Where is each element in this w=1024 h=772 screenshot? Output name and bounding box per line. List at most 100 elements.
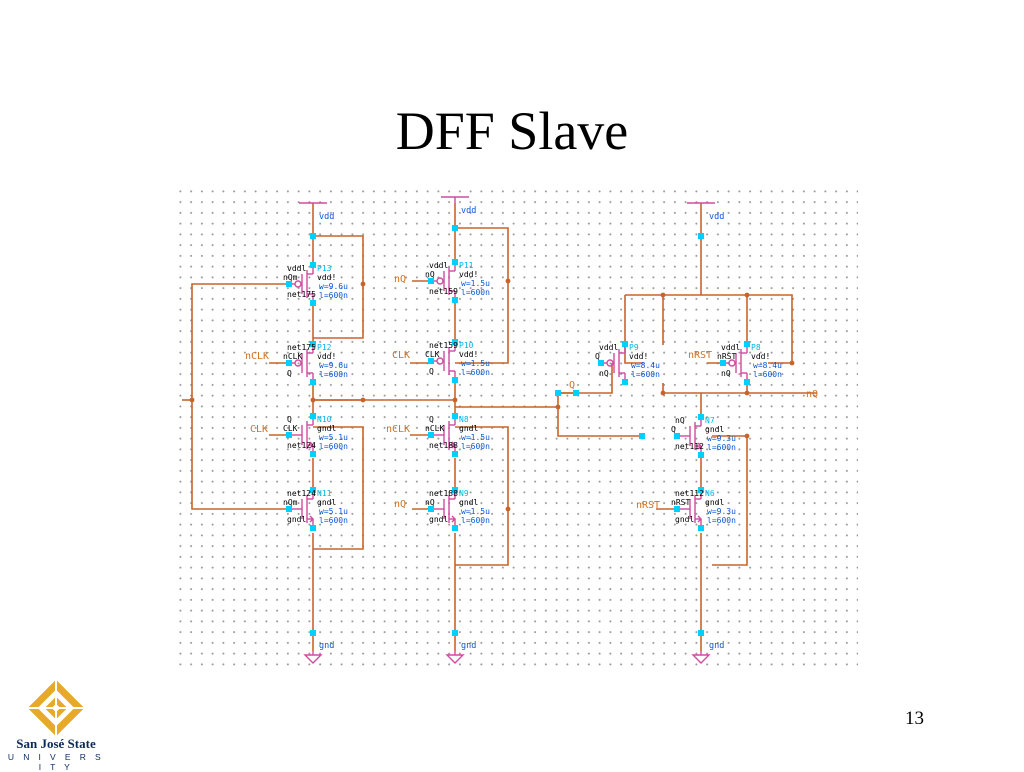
- pin-marker: [744, 379, 750, 385]
- port-nq-1: nQ: [394, 274, 406, 285]
- pin-marker: [428, 432, 434, 438]
- pin-marker: [452, 487, 458, 493]
- pin-marker: [310, 233, 316, 239]
- pin-marker: [622, 341, 628, 347]
- terminal-top-p10: net159: [429, 341, 458, 350]
- width-label-n8: w=1.5u: [461, 433, 490, 442]
- terminal-bot-n6: gndl: [675, 515, 694, 524]
- transistor-p11: [431, 263, 456, 299]
- terminal-bot-p11: net159: [429, 287, 458, 296]
- length-label-p11: l=600n: [461, 288, 490, 297]
- bulk-label-n9: gndl: [459, 498, 478, 507]
- length-label-p9: l=600n: [631, 370, 660, 379]
- length-label-n7: l=600n: [707, 443, 736, 452]
- junction-dot: [505, 506, 511, 512]
- terminal-top-p11: vddl: [429, 261, 448, 270]
- pin-marker: [720, 360, 726, 366]
- terminal-top-p12: net175: [287, 343, 316, 352]
- bulk-label-p8: vdd!: [751, 352, 770, 361]
- terminal-top-n8: Q: [429, 415, 434, 424]
- port-nq-2: nQ: [394, 499, 406, 510]
- terminal-top-n9: net188: [429, 489, 458, 498]
- page-number: 13: [905, 708, 924, 729]
- university-name: San José State: [16, 736, 96, 751]
- length-label-p10: l=600n: [461, 368, 490, 377]
- terminal-top-p9: vddl: [599, 343, 618, 352]
- gate-label-n10: CLK: [283, 424, 298, 433]
- port-nq-out: nQ: [806, 389, 818, 400]
- bulk-label-p10: vdd!: [459, 350, 478, 359]
- width-label-n10: w=5.1u: [319, 433, 348, 442]
- pin-marker: [598, 360, 604, 366]
- junction-dot: [360, 397, 366, 403]
- gate-label-n8: nCLK: [425, 424, 444, 433]
- pin-marker: [674, 433, 680, 439]
- width-label-n7: w=9.3u: [707, 434, 736, 443]
- width-label-n9: w=1.5u: [461, 507, 490, 516]
- bulk-label-p12: vdd!: [317, 352, 336, 361]
- terminal-bot-n7: net112: [675, 442, 704, 451]
- terminal-bot-n11: gndl: [287, 515, 306, 524]
- pin-marker: [310, 451, 316, 457]
- pin-marker: [310, 300, 316, 306]
- device-name-p12: P12: [317, 343, 332, 352]
- pin-marker: [310, 379, 316, 385]
- junction-dot: [789, 360, 795, 366]
- pin-marker: [698, 233, 704, 239]
- gate-label-p12: nCLK: [283, 352, 302, 361]
- terminal-top-p8: vddl: [721, 343, 740, 352]
- device-name-n11: N11: [317, 489, 332, 498]
- device-name-n7: N7: [705, 416, 715, 425]
- port-q: Q: [569, 380, 575, 391]
- junction-dot: [744, 390, 750, 396]
- pin-marker: [622, 379, 628, 385]
- terminal-top-n7: nQ: [675, 416, 685, 425]
- vdd-label-3: vdd: [709, 212, 724, 222]
- junction-dot: [505, 278, 511, 284]
- terminal-bot-n8: net188: [429, 441, 458, 450]
- width-label-p13: w=9.6u: [319, 282, 348, 291]
- pin-marker: [428, 278, 434, 284]
- junction-dot: [189, 397, 195, 403]
- length-label-n11: l=600n: [319, 516, 348, 525]
- length-label-n9: l=600n: [461, 516, 490, 525]
- length-label-p13: l=600n: [319, 291, 348, 300]
- device-name-p8: P8: [751, 343, 761, 352]
- bulk-label-n6: gndl: [705, 498, 724, 507]
- pin-marker: [698, 452, 704, 458]
- slide-title: DFF Slave: [395, 101, 629, 161]
- terminal-bot-p10: Q: [429, 367, 434, 376]
- transistor-n11: [289, 491, 314, 527]
- pin-marker: [310, 630, 316, 636]
- supplies: [299, 196, 715, 664]
- terminal-bot-p9: nQ: [599, 369, 609, 378]
- transistors: [289, 263, 748, 527]
- junction-dot: [744, 433, 750, 439]
- junction-dot: [360, 281, 366, 287]
- junction-dot: [555, 404, 561, 410]
- pin-marker: [555, 390, 561, 396]
- port-clk-1: CLK: [250, 424, 268, 435]
- junction-dot: [310, 397, 316, 403]
- terminal-top-n11: net124: [287, 489, 316, 498]
- junction-dot: [744, 292, 750, 298]
- pin-marker: [744, 341, 750, 347]
- pin-marker: [310, 413, 316, 419]
- width-label-p12: w=9.6u: [319, 361, 348, 370]
- junction-dot: [452, 397, 458, 403]
- port-nrst-2: nRST: [636, 500, 660, 511]
- bulk-label-n10: gndl: [317, 424, 336, 433]
- pin-marker: [452, 451, 458, 457]
- pin-marker: [452, 630, 458, 636]
- gate-label-n7: Q: [671, 425, 676, 434]
- terminal-top-p13: vddl: [287, 264, 306, 273]
- terminal-bot-p8: nQ: [721, 369, 731, 378]
- gate-label-p8: nRST: [717, 352, 736, 361]
- pin-marker: [428, 506, 434, 512]
- pin-marker: [452, 413, 458, 419]
- pin-marker: [573, 390, 579, 396]
- port-nclk-2: nCLK: [386, 424, 410, 435]
- pin-marker: [674, 506, 680, 512]
- port-nrst-1: nRST: [688, 350, 712, 361]
- length-label-n6: l=600n: [707, 516, 736, 525]
